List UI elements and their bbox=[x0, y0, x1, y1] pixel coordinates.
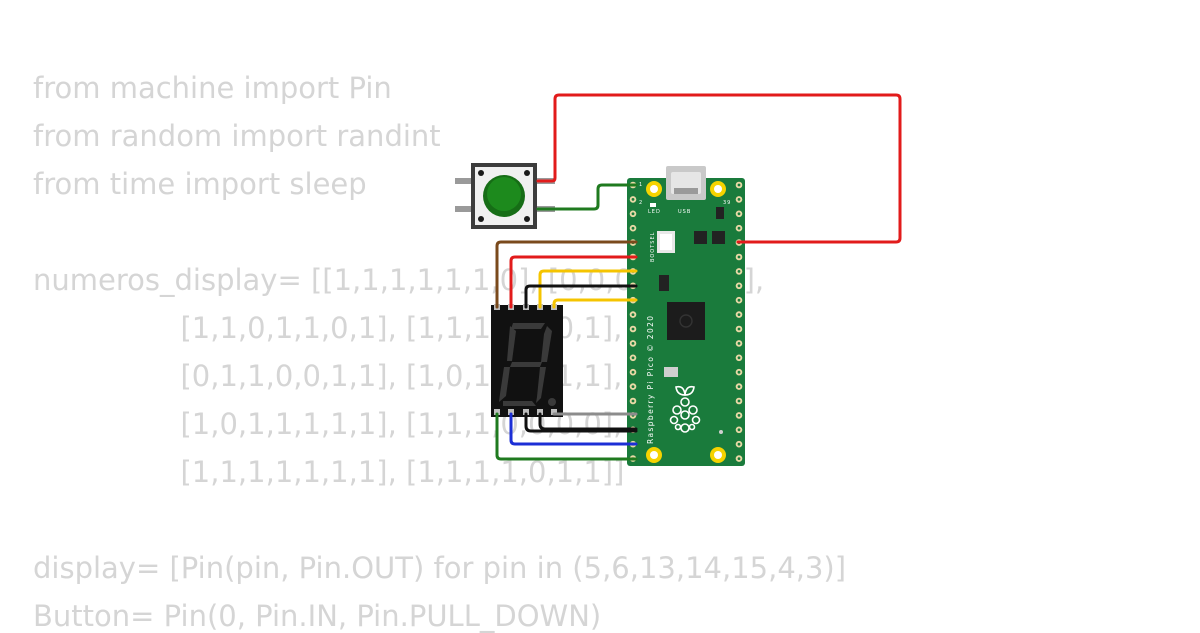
segment-d bbox=[503, 401, 536, 406]
mounting-hole-icon bbox=[710, 181, 726, 197]
header-pin-hole bbox=[737, 270, 741, 273]
header-pin-hole bbox=[631, 198, 635, 201]
pin1-label: 1 bbox=[639, 182, 643, 188]
board-name-label: Raspberry Pi Pico © 2020 bbox=[646, 315, 655, 444]
header-pin-hole bbox=[737, 457, 741, 460]
header-pin-hole bbox=[737, 399, 741, 403]
raspberry-pi-logo-icon bbox=[669, 385, 701, 433]
seven-segment-display[interactable] bbox=[491, 304, 563, 417]
test-point bbox=[719, 430, 723, 434]
header-pin-hole bbox=[631, 327, 635, 331]
wire-yellow-top[interactable] bbox=[538, 269, 638, 309]
header-pin-hole bbox=[631, 226, 635, 230]
segment-c bbox=[536, 367, 546, 403]
code-line: from random import randint bbox=[33, 119, 441, 153]
display-pin[interactable] bbox=[537, 409, 543, 415]
raspberry-pi-pico-board[interactable]: LED USB 1 2 39 BOOTSEL bbox=[627, 166, 745, 466]
header-pin-hole bbox=[737, 198, 741, 201]
wire-red-button[interactable] bbox=[536, 93, 902, 244]
pico-right-pin-header bbox=[735, 181, 743, 462]
header-pin-hole bbox=[737, 226, 741, 230]
mounting-hole-icon bbox=[646, 181, 662, 197]
header-pin-hole bbox=[737, 212, 741, 216]
segment-e bbox=[499, 367, 510, 402]
smd-component bbox=[712, 231, 725, 244]
code-line: from time import sleep bbox=[33, 167, 367, 201]
code-line: [1,1,1,1,1,1,1], [1,1,1,1,0,1,1]] bbox=[33, 455, 625, 489]
display-segments bbox=[499, 323, 556, 406]
button-leg bbox=[455, 206, 475, 212]
wire-black-top[interactable] bbox=[524, 284, 638, 309]
header-pin-hole bbox=[737, 284, 741, 288]
smd-component bbox=[664, 367, 678, 377]
segment-b bbox=[541, 326, 552, 362]
header-pin-hole bbox=[631, 342, 635, 345]
code-line: display= [Pin(pin, Pin.OUT) for pin in (… bbox=[33, 551, 847, 585]
smd-component bbox=[716, 207, 724, 219]
button-corner-dot bbox=[478, 216, 484, 222]
mounting-hole-icon bbox=[646, 447, 662, 463]
header-pin-hole bbox=[737, 370, 741, 374]
mounting-hole-icon bbox=[710, 447, 726, 463]
bootsel-button[interactable] bbox=[657, 231, 675, 253]
smd-component bbox=[659, 275, 669, 291]
wire-yellow-bottom[interactable] bbox=[552, 298, 638, 309]
wire-green-button[interactable] bbox=[536, 183, 638, 211]
led-icon bbox=[650, 203, 656, 207]
led-label: LED bbox=[648, 209, 661, 215]
button-corner-dot bbox=[524, 216, 530, 222]
header-pin-hole bbox=[737, 327, 741, 331]
header-pin-hole bbox=[631, 399, 635, 403]
wire-brown[interactable] bbox=[495, 240, 638, 309]
wires bbox=[495, 93, 902, 461]
bootsel-label: BOOTSEL bbox=[650, 232, 656, 262]
display-pin[interactable] bbox=[508, 409, 514, 415]
header-pin-hole bbox=[737, 356, 741, 360]
display-pin[interactable] bbox=[551, 409, 557, 415]
header-pin-hole bbox=[737, 385, 741, 388]
header-pin-hole bbox=[737, 342, 741, 345]
pin2-label: 2 bbox=[639, 200, 643, 206]
segment-dp bbox=[548, 398, 556, 406]
header-pin-hole bbox=[737, 183, 741, 187]
header-pin-hole bbox=[737, 442, 741, 446]
segment-f bbox=[507, 326, 516, 361]
header-pin-hole bbox=[631, 356, 635, 360]
header-pin-hole bbox=[631, 212, 635, 216]
header-pin-hole bbox=[631, 385, 635, 388]
wire-black-bottom-2[interactable] bbox=[524, 412, 638, 433]
code-line: from machine import Pin bbox=[33, 71, 392, 105]
button-leg bbox=[455, 178, 475, 184]
wire-green-bottom[interactable] bbox=[495, 412, 638, 461]
header-pin-hole bbox=[631, 370, 635, 374]
pin39-label: 39 bbox=[723, 200, 731, 206]
wire-black-bottom-1[interactable] bbox=[538, 412, 638, 431]
code-line: Button= Pin(0, Pin.IN, Pin.PULL_DOWN) bbox=[33, 599, 602, 633]
display-pin[interactable] bbox=[494, 409, 500, 415]
header-pin-hole bbox=[631, 313, 635, 316]
button-corner-dot bbox=[478, 170, 484, 176]
header-pin-hole bbox=[737, 313, 741, 316]
usb-label: USB bbox=[678, 209, 691, 215]
header-pin-hole bbox=[737, 255, 741, 259]
wire-blue[interactable] bbox=[509, 412, 638, 446]
button-cap-top bbox=[487, 177, 521, 211]
push-button[interactable] bbox=[455, 163, 555, 229]
header-pin-hole bbox=[737, 414, 741, 417]
segment-a bbox=[511, 323, 545, 329]
header-pin-hole bbox=[737, 428, 741, 432]
display-pin[interactable] bbox=[523, 409, 529, 415]
wire-red-display[interactable] bbox=[509, 255, 638, 309]
smd-component bbox=[694, 231, 707, 244]
segment-g bbox=[510, 362, 542, 367]
header-pin-hole bbox=[737, 298, 741, 302]
rp2040-chip-icon bbox=[667, 302, 705, 340]
button-corner-dot bbox=[524, 170, 530, 176]
usb-connector-icon bbox=[666, 166, 706, 200]
